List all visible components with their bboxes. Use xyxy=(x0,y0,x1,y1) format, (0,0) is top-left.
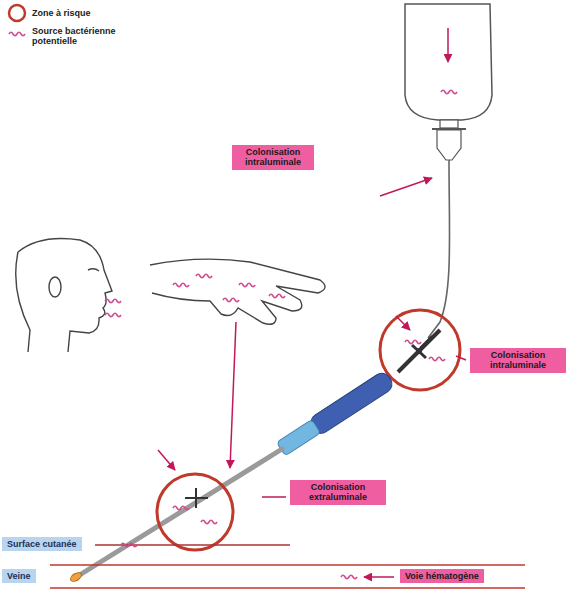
vein-wall xyxy=(50,587,525,589)
colonisation-box: Voie hématogène xyxy=(400,569,484,583)
catheter xyxy=(78,449,282,576)
skin-line xyxy=(95,544,290,546)
colonisation-box: Colonisation intraluminale xyxy=(232,145,314,170)
arrows xyxy=(158,178,466,577)
legend-text: Zone à risque xyxy=(32,8,91,18)
legend-circle-sample xyxy=(9,5,25,21)
flow-arrow xyxy=(447,28,449,62)
colonisation-box: Colonisation extraluminale xyxy=(290,480,386,505)
dressing xyxy=(185,488,208,508)
hand xyxy=(150,259,325,324)
iv-bag xyxy=(405,4,492,160)
head xyxy=(16,239,112,353)
catheter-hub xyxy=(275,370,395,458)
bacteria xyxy=(105,90,457,579)
box-text: Surface cutanée xyxy=(7,539,77,549)
colonisation-box: Colonisation intraluminale xyxy=(470,348,566,373)
box-text: Voie hématogène xyxy=(405,571,479,581)
legend-bacteria-sample xyxy=(9,32,25,36)
box-text: Colonisation extraluminale xyxy=(295,482,381,503)
legend-text: Source bactérienne potentielle xyxy=(32,26,142,47)
catheter-tip xyxy=(69,571,83,583)
anatomy-label-box: Veine xyxy=(2,569,36,583)
stopcock xyxy=(398,330,440,372)
vein-wall xyxy=(50,564,525,566)
box-text: Colonisation intraluminale xyxy=(237,147,309,168)
risk-zone xyxy=(157,474,233,550)
box-text: Colonisation intraluminale xyxy=(475,350,561,371)
risk-zone xyxy=(380,310,460,390)
box-text: Veine xyxy=(7,571,31,581)
anatomy-label-box: Surface cutanée xyxy=(2,537,82,551)
